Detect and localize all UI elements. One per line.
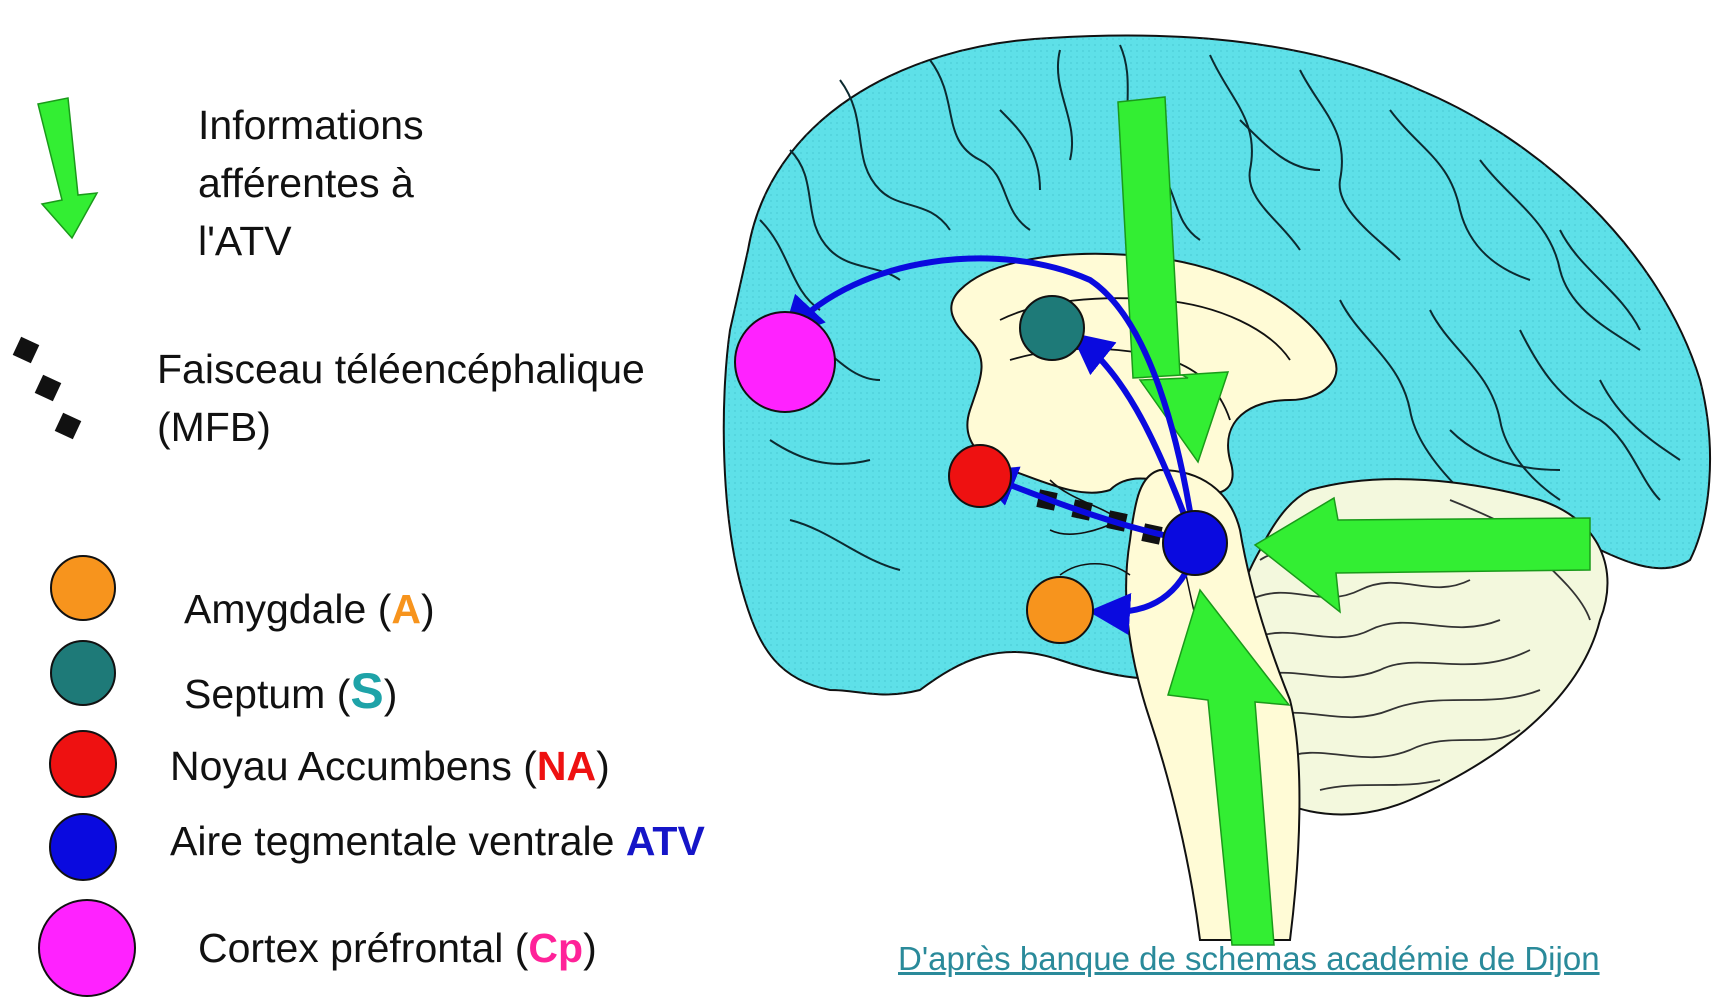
legend-abbr: Cp [528, 925, 583, 971]
legend-mfb-line: (MFB) [157, 398, 645, 456]
legend-label: Amygdale [184, 586, 366, 632]
legend-item-septum: Septum (S) [184, 668, 397, 721]
septum-dot-icon [51, 641, 115, 705]
legend-item-amygdala: Amygdale (A) [184, 583, 435, 636]
legend-abbr: S [350, 663, 383, 719]
dotted-line-icon [13, 337, 82, 440]
cortex-dot-icon [39, 900, 135, 996]
green-arrow-icon [38, 98, 97, 238]
atv-dot-icon [50, 814, 116, 880]
legend-afferent-line: afférentes à [198, 154, 424, 212]
legend-afferent-line: l'ATV [198, 212, 424, 270]
legend-item-cortex: Cortex préfrontal (Cp) [198, 922, 597, 975]
legend-label: Aire tegmentale ventrale [170, 818, 614, 864]
legend-afferent: Informations afférentes à l'ATV [198, 96, 424, 270]
legend-abbr: A [391, 586, 421, 632]
legend-item-atv: Aire tegmentale ventrale ATV [170, 815, 705, 868]
legend-abbr: NA [537, 743, 596, 789]
legend-item-accumbens: Noyau Accumbens (NA) [170, 740, 610, 793]
legend-label: Noyau Accumbens [170, 743, 512, 789]
legend-mfb: Faisceau téléencéphalique (MFB) [157, 340, 645, 456]
amygdala-dot-icon [51, 556, 115, 620]
legend-afferent-line: Informations [198, 96, 424, 154]
legend-mfb-line: Faisceau téléencéphalique [157, 340, 645, 398]
legend-label: Cortex préfrontal [198, 925, 503, 971]
legend-abbr: ATV [626, 818, 705, 864]
accumbens-dot-icon [50, 731, 116, 797]
source-credit-link[interactable]: D'après banque de schemas académie de Di… [898, 940, 1600, 978]
legend-label: Septum [184, 671, 325, 717]
